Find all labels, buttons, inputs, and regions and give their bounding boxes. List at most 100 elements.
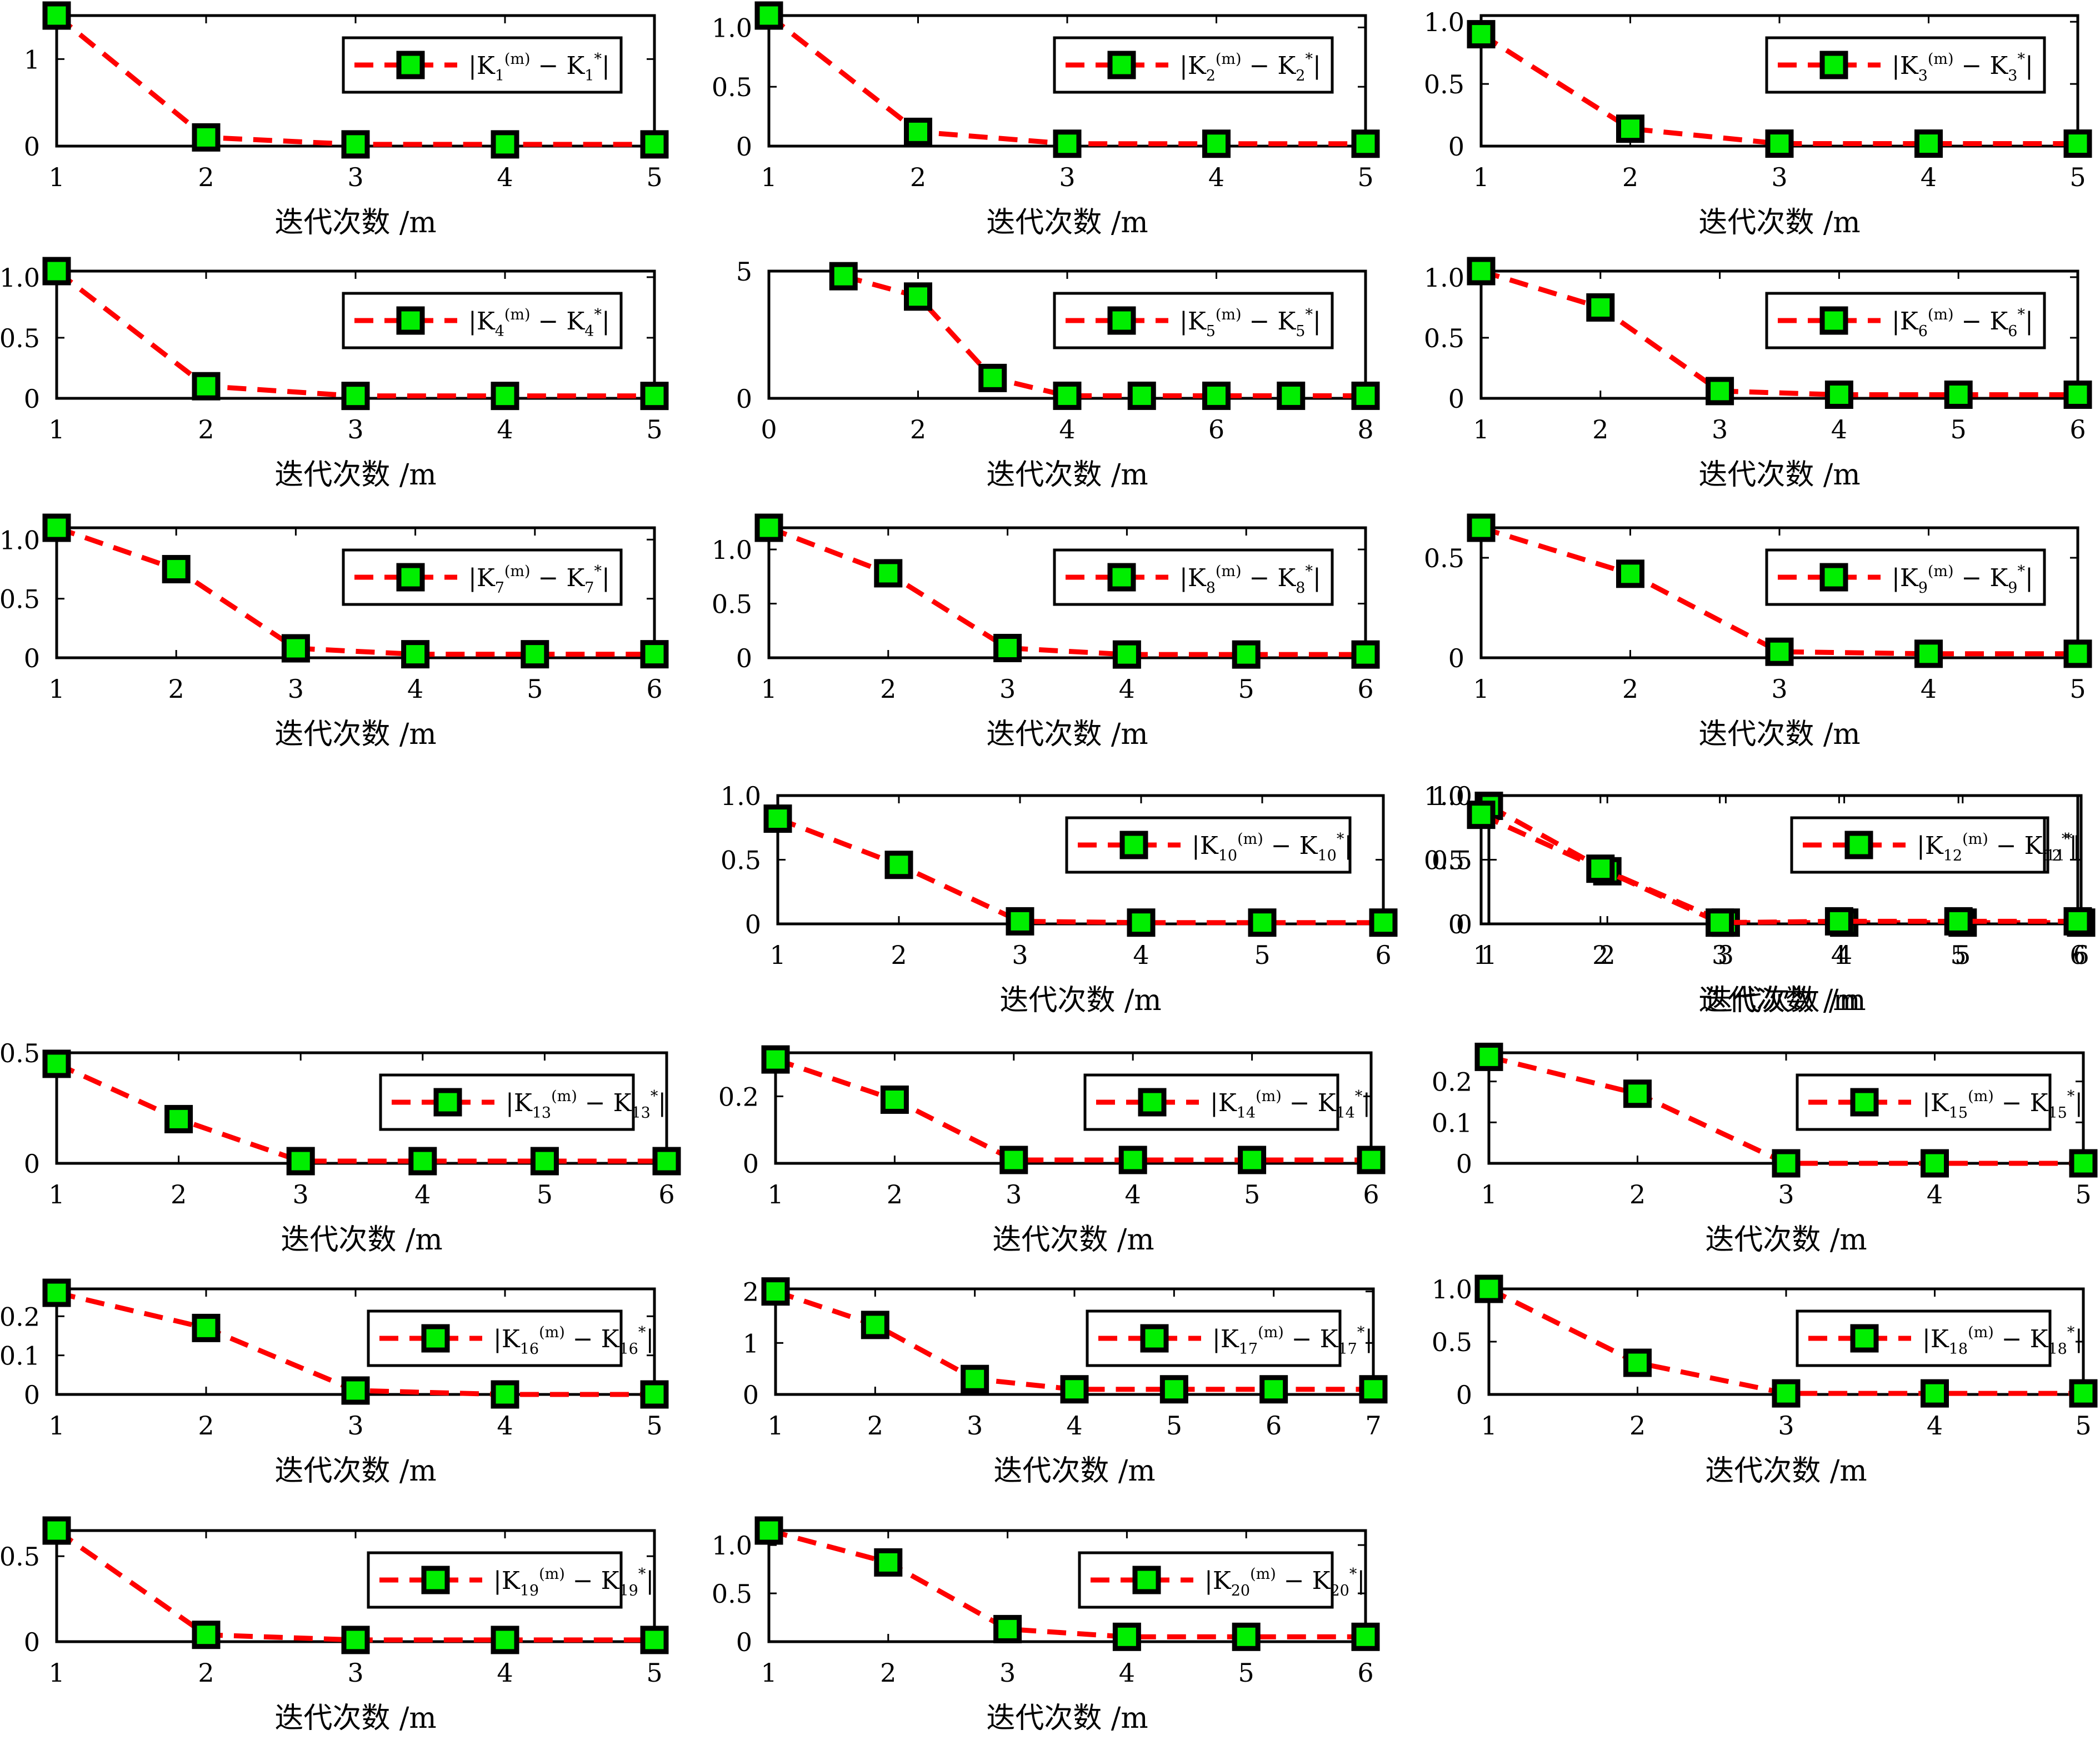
x-tick-label: 4 (1927, 1179, 1943, 1209)
legend-label: |K20(m) − K20*| (1204, 1566, 1365, 1599)
x-tick-label: 1 (1481, 940, 1497, 970)
legend: |K8(m) − K8*| (1053, 548, 1334, 606)
data-point-marker (286, 1147, 315, 1176)
x-tick-label: 2 (1622, 674, 1638, 704)
y-tick-label: 0.5 (0, 584, 40, 614)
x-axis-label: 迭代次数 /m (993, 1454, 1155, 1488)
x-tick-label: 5 (646, 1658, 662, 1688)
x-tick-label: 2 (1599, 940, 1616, 970)
x-tick-label: 4 (1119, 674, 1135, 704)
x-tick-label: 2 (880, 1658, 896, 1688)
data-point-marker (1706, 908, 1734, 937)
x-tick-label: 4 (1921, 162, 1937, 192)
data-point-marker (1238, 1146, 1267, 1174)
x-tick-label: 4 (1836, 940, 1852, 970)
x-axis-label: 迭代次数 /m (1698, 458, 1860, 492)
x-tick-label: 4 (497, 162, 513, 192)
data-point-marker (1006, 907, 1034, 936)
data-point-marker (42, 1516, 71, 1545)
y-tick-label: 0.5 (1424, 323, 1464, 353)
data-point-marker (1127, 908, 1156, 937)
x-tick-label: 2 (880, 674, 896, 704)
x-tick-label: 5 (1954, 940, 1971, 970)
x-tick-label: 1 (48, 1658, 64, 1688)
data-point-marker (1053, 381, 1082, 410)
x-tick-label: 5 (646, 1411, 662, 1441)
data-point-marker (530, 1147, 559, 1176)
legend: |K10(m) − K10*| (1065, 816, 1352, 874)
y-tick-label: 0.2 (0, 1302, 40, 1332)
data-point-marker (904, 117, 932, 146)
axes-frame (767, 1529, 1367, 1643)
y-tick-label: 2 (743, 1277, 759, 1307)
legend-marker-sample (1844, 831, 1873, 859)
data-point-marker (640, 130, 669, 159)
data-point-marker (999, 1146, 1028, 1174)
data-point-marker (521, 640, 549, 669)
data-point-marker (42, 1049, 71, 1078)
legend-label: |K9(m) − K9*| (1892, 563, 2033, 597)
y-tick-label: 0 (745, 909, 761, 939)
data-point-marker (640, 1380, 669, 1409)
x-tick-label: 3 (999, 674, 1016, 704)
y-tick-label: 1.0 (1432, 1274, 1472, 1304)
x-tick-label: 6 (1357, 1658, 1373, 1688)
x-tick-label: 4 (414, 1179, 431, 1209)
y-tick-label: 0 (1456, 1149, 1472, 1179)
legend-marker-sample (433, 1088, 462, 1117)
y-tick-label: 0 (24, 384, 40, 414)
x-tick-label: 3 (1778, 1411, 1794, 1441)
x-tick-label: 5 (2075, 1179, 2091, 1209)
x-tick-label: 3 (288, 674, 304, 704)
data-point-marker (874, 559, 903, 588)
x-tick-label: 5 (1254, 940, 1270, 970)
data-point-marker (861, 1311, 889, 1339)
data-point-marker (1127, 381, 1156, 410)
series-line (1480, 268, 2078, 397)
legend-label: |K10(m) − K10*| (1192, 831, 1352, 864)
legend-marker-sample (1819, 306, 1848, 335)
legend-label: |K12(m) − K12*| (1917, 831, 2077, 864)
x-tick-label: 2 (1629, 1411, 1646, 1441)
data-point-marker (192, 372, 221, 401)
legend-label: |K16(m) − K16*| (493, 1324, 654, 1358)
data-point-marker (164, 1104, 193, 1133)
y-tick-label: 1.0 (0, 525, 40, 555)
series-line (768, 1528, 1366, 1639)
legend: |K16(m) − K16*| (367, 1309, 654, 1367)
x-tick-label: 1 (1481, 1411, 1497, 1441)
data-point-marker (880, 1085, 909, 1114)
x-tick-label: 3 (1718, 940, 1734, 970)
x-axis-label: 迭代次数 /m (274, 206, 436, 239)
x-tick-label: 6 (1208, 414, 1224, 444)
x-tick-label: 1 (761, 1658, 777, 1688)
x-tick-label: 4 (1066, 1411, 1082, 1441)
y-tick-label: 0.2 (1432, 1067, 1472, 1097)
data-point-marker (491, 382, 519, 411)
y-tick-label: 0 (1456, 909, 1472, 939)
y-tick-label: 0 (1448, 909, 1464, 939)
x-tick-label: 2 (198, 414, 214, 444)
data-point-marker (2063, 907, 2092, 936)
x-tick-label: 4 (1059, 414, 1075, 444)
data-point-marker (763, 804, 792, 833)
y-tick-label: 0 (736, 384, 752, 414)
x-tick-label: 5 (1238, 674, 1254, 704)
data-point-marker (1944, 907, 1973, 936)
x-tick-label: 4 (497, 1411, 513, 1441)
data-point-marker (1351, 381, 1380, 410)
data-point-marker (978, 363, 1007, 392)
x-tick-label: 3 (347, 1658, 363, 1688)
legend-label: |K15(m) − K15*| (1922, 1088, 2083, 1122)
data-point-marker (1706, 377, 1734, 406)
x-axis-label: 迭代次数 /m (274, 1454, 436, 1488)
x-tick-label: 4 (1921, 674, 1937, 704)
legend-marker-sample (396, 563, 425, 592)
data-point-marker (1232, 1622, 1261, 1651)
legend-label: |K8(m) − K8*| (1179, 563, 1321, 597)
data-point-marker (754, 1, 783, 30)
legend-label: |K6(m) − K6*| (1892, 306, 2033, 340)
